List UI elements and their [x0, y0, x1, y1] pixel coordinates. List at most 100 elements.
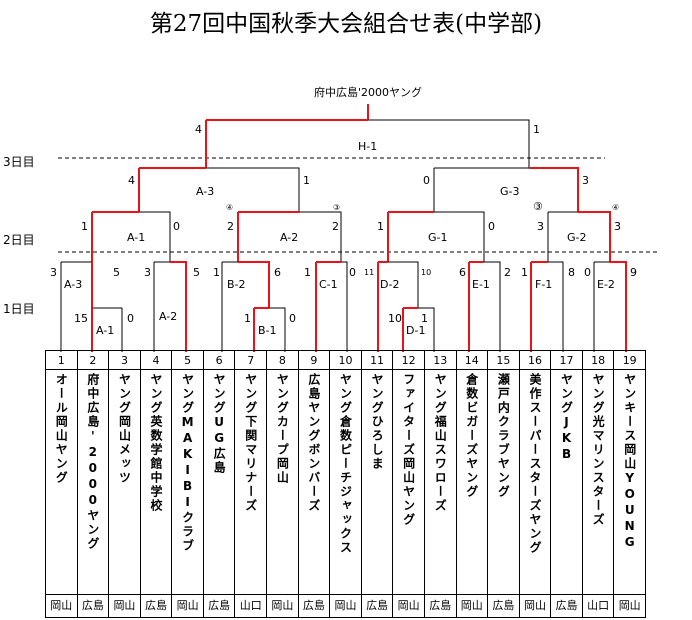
team-prefecture: 岡山: [171, 594, 204, 618]
match-label-g1: G-1: [428, 231, 448, 244]
score-d1-right: 1: [421, 312, 428, 325]
bracket-line: [341, 261, 348, 352]
team-column: 1 オール岡山ヤング岡山: [45, 350, 78, 618]
team-name: ヤング福山スワローズ: [433, 373, 448, 513]
score-f1-left: 1: [521, 266, 528, 279]
score-a2-left-mark: ④: [226, 203, 233, 212]
score-e1-left: 6: [459, 266, 466, 279]
match-label-a1: A-1: [127, 231, 145, 244]
team-name-cell: ヤンキース岡山YOUNG: [613, 369, 646, 595]
team-prefecture: 岡山: [45, 594, 78, 618]
bracket-line: [206, 167, 300, 212]
champion-label: 府中広島'2000ヤング: [314, 85, 422, 99]
bracket-line: [238, 261, 270, 308]
team-name-cell: 倉数ビガーズヤング: [455, 369, 489, 595]
score-b1-left: 1: [244, 312, 251, 325]
team-name: 美作スーパースターズヤング: [527, 373, 542, 555]
team-name: ヤング英数学館中学校: [149, 373, 164, 513]
bracket-line: [299, 211, 342, 262]
team-number: 17: [550, 350, 583, 370]
match-label-d2: D-2: [380, 278, 399, 291]
match-label-b2: B-2: [227, 278, 246, 291]
score-a1-r1-left: 15: [74, 312, 88, 325]
team-name: ヤングJKB: [559, 373, 574, 463]
bracket-line: [578, 211, 611, 262]
team-name: 府中広島'2000ヤング: [85, 373, 100, 551]
team-name-cell: ヤング岡山メッツ: [108, 369, 141, 595]
team-prefecture: 岡山: [392, 594, 425, 618]
team-number: 4: [139, 350, 173, 370]
team-number: 10: [329, 350, 362, 370]
score-e2-right: 9: [630, 266, 637, 279]
day-label-3: 3日目: [3, 155, 35, 169]
team-number: 12: [392, 350, 425, 370]
score-f1-right: 8: [568, 266, 575, 279]
score-h1-left: 4: [195, 123, 202, 136]
score-g3-right: 3: [582, 174, 589, 187]
team-name-cell: オール岡山ヤング: [45, 369, 78, 595]
bracket-line: [139, 211, 171, 262]
score-b1-right: 0: [289, 312, 296, 325]
score-e1-right: 2: [504, 266, 511, 279]
tournament-bracket: 府中広島'2000ヤング 3日目 2日目 1日目: [3, 85, 660, 352]
score-c1-left: 1: [304, 266, 311, 279]
score-d1-left: 10: [388, 312, 402, 325]
team-name-cell: 美作スーパースターズヤング: [518, 369, 552, 595]
team-number: 14: [455, 350, 489, 370]
score-a1-right: 0: [173, 220, 180, 233]
score-a2-r1-left: 3: [144, 266, 151, 279]
team-name-cell: ヤング光マリンスターズ: [581, 369, 615, 595]
team-number: 2: [76, 350, 110, 370]
team-number: 1: [45, 350, 78, 370]
team-name-cell: ヤング倉数ピーチジャックス: [329, 369, 362, 595]
team-table: 1 オール岡山ヤング岡山 2 府中広島'2000ヤング広島 3 ヤング岡山メッツ岡山 4 ヤン…: [45, 350, 646, 618]
bracket-line: [434, 211, 485, 262]
score-g2-right-mark: ④: [612, 203, 619, 212]
score-g2-left: 3: [537, 220, 544, 233]
team-number: 3: [108, 350, 141, 370]
bracket-line: [548, 261, 564, 352]
team-name-cell: ヤングUG広島: [202, 369, 236, 595]
match-label-h1: H-1: [358, 140, 377, 153]
team-column: 17 ヤングJKB 広島: [550, 350, 583, 618]
team-name: ヤングUG広島: [212, 373, 227, 475]
team-prefecture: 岡山: [329, 594, 362, 618]
match-label-a3-semi: A-3: [196, 185, 214, 198]
score-a2-r1-right: 5: [193, 266, 200, 279]
bracket-line: [368, 119, 530, 168]
team-number: 8: [266, 350, 299, 370]
team-name-cell: ヤング福山スワローズ: [423, 369, 457, 595]
bracket-line: [610, 261, 627, 352]
team-name: ヤング岡山メッツ: [117, 373, 132, 485]
match-label-g3: G-3: [500, 185, 520, 198]
team-number: 19: [613, 350, 646, 370]
team-prefecture: 広島: [487, 594, 520, 618]
score-a1-r1-right: 0: [127, 312, 134, 325]
team-prefecture: 岡山: [266, 594, 299, 618]
score-g3-left: 0: [423, 174, 430, 187]
day-label-2: 2日目: [3, 233, 35, 247]
bracket-line: [269, 307, 286, 352]
team-name: ファイターズ岡山ヤング: [401, 373, 416, 527]
bracket-line: [484, 261, 501, 352]
team-name-cell: ファイターズ岡山ヤング: [392, 369, 425, 595]
team-number: 16: [518, 350, 552, 370]
match-label-c1: C-1: [319, 278, 338, 291]
team-name: オール岡山ヤング: [54, 373, 69, 485]
match-label-g2: G-2: [567, 231, 587, 244]
team-prefecture: 広島: [360, 594, 394, 618]
team-number: 7: [234, 350, 268, 370]
score-e2-left: 0: [584, 266, 591, 279]
team-name: 広島ヤングボンバーズ: [306, 373, 321, 513]
team-prefecture: 広島: [550, 594, 583, 618]
score-a3-right: 5: [113, 266, 120, 279]
bracket-line: [170, 261, 187, 352]
match-label-e1: E-1: [472, 278, 490, 291]
match-label-b1: B-1: [258, 324, 277, 337]
team-name: ヤング光マリンスターズ: [591, 373, 606, 527]
